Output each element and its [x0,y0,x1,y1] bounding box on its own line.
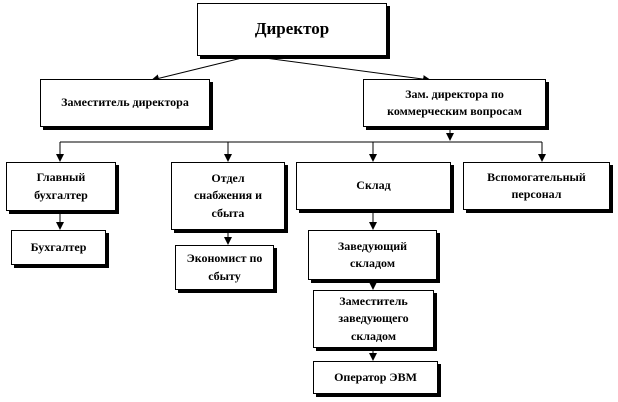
accountant-box: Бухгалтер [11,230,106,265]
sales-economist-box: Экономист по сбыту [175,245,274,290]
chief-accountant-box: Главный бухгалтер [6,162,116,211]
warehouse-box: Склад [296,162,451,210]
connector-director-to-commercial-deputy [249,55,431,84]
commercial-deputy-box: Зам. директора по коммерческим вопросам [363,79,546,127]
deputy-warehouse-manager-box: Заместитель заведующего складом [313,290,434,348]
director-box: Директор [197,3,387,56]
warehouse-manager-label: Заведующий складом [337,238,408,270]
deputy-warehouse-manager-label: Заместитель заведующего складом [338,293,409,343]
sales-economist-label: Экономист по сбыту [186,251,263,283]
supply-sales-dept-box: Отдел снабжения и сбыта [171,162,285,230]
support-staff-label: Вспомогательный персонал [487,169,586,201]
deputy-director-label: Заместитель директора [61,95,189,110]
computer-operator-box: Оператор ЭВМ [313,361,438,394]
supply-sales-dept-label: Отдел снабжения и сбыта [193,170,263,220]
director-label: Директор [254,19,330,39]
warehouse-manager-box: Заведующий складом [308,230,437,280]
connector-director-to-deputy [151,55,251,83]
chief-accountant-label: Главный бухгалтер [34,170,88,202]
warehouse-label: Склад [356,178,391,193]
accountant-label: Бухгалтер [30,239,87,254]
computer-operator-label: Оператор ЭВМ [334,369,417,384]
support-staff-box: Вспомогательный персонал [463,162,610,210]
commercial-deputy-label: Зам. директора по коммерческим вопросам [387,86,522,118]
deputy-director-box: Заместитель директора [40,79,210,127]
